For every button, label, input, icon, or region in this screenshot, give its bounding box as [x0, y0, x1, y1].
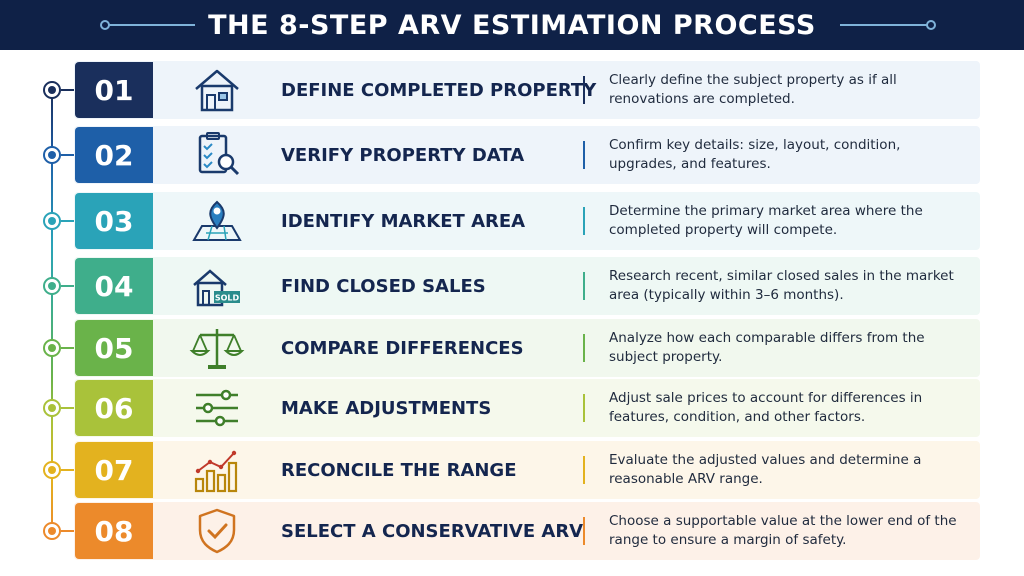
- step-description: Research recent, similar closed sales in…: [609, 268, 954, 303]
- timeline-connector: [61, 347, 74, 349]
- timeline-connector: [61, 530, 74, 532]
- step-number: 06: [75, 380, 153, 436]
- timeline-node: [43, 146, 61, 164]
- timeline-connector: [61, 469, 74, 471]
- step-number: 04: [75, 258, 153, 314]
- step-description: Analyze how each comparable differs from…: [609, 330, 925, 365]
- step-number: 08: [75, 503, 153, 559]
- step-title: COMPARE DIFFERENCES: [281, 337, 524, 359]
- sliders-icon: [153, 380, 281, 436]
- step-title: MAKE ADJUSTMENTS: [281, 397, 492, 419]
- timeline-node: [43, 399, 61, 417]
- scales-icon: [153, 320, 281, 376]
- step-title: VERIFY PROPERTY DATA: [281, 144, 525, 166]
- step-description: Adjust sale prices to account for differ…: [609, 390, 923, 425]
- sold-house-icon: SOLD: [153, 258, 281, 314]
- timeline-connector: [61, 89, 74, 91]
- step-divider: [583, 517, 585, 545]
- page-title: THE 8-STEP ARV ESTIMATION PROCESS: [208, 9, 816, 41]
- step-row-08: 08 SELECT A CONSERVATIVE ARV Choose a supp…: [74, 502, 980, 560]
- step-divider: [583, 207, 585, 235]
- step-description: Evaluate the adjusted values and determi…: [609, 452, 922, 487]
- timeline-connector: [61, 154, 74, 156]
- step-description: Clearly define the subject property as i…: [609, 72, 897, 107]
- step-divider: [583, 141, 585, 169]
- timeline-node: [43, 81, 61, 99]
- step-title: SELECT A CONSERVATIVE ARV: [281, 520, 584, 542]
- timeline-connector: [61, 407, 74, 409]
- header-decor-line-left: [105, 24, 195, 26]
- timeline-connector: [61, 220, 74, 222]
- header-decor-dot-left: [100, 20, 110, 30]
- header-decor-line-right: [840, 24, 930, 26]
- step-divider: [583, 334, 585, 362]
- map-pin-icon: [153, 193, 281, 249]
- step-divider: [583, 456, 585, 484]
- step-description: Determine the primary market area where …: [609, 203, 923, 238]
- step-divider: [583, 394, 585, 422]
- house-icon: [153, 62, 281, 118]
- timeline-node: [43, 212, 61, 230]
- timeline-node: [43, 522, 61, 540]
- step-row-07: 07 RECONCILE THE RANGE Evaluate the adjust…: [74, 441, 980, 499]
- header-banner: THE 8-STEP ARV ESTIMATION PROCESS: [0, 0, 1024, 50]
- step-description: Choose a supportable value at the lower …: [609, 513, 957, 548]
- step-title: IDENTIFY MARKET AREA: [281, 210, 526, 232]
- clipboard-search-icon: [153, 127, 281, 183]
- step-row-01: 01 DEFINE COMPLETED PROPERTY Clearly defin…: [74, 61, 980, 119]
- bar-chart-icon: [153, 442, 281, 498]
- step-divider: [583, 272, 585, 300]
- timeline-line: [51, 90, 53, 532]
- timeline-connector: [61, 285, 74, 287]
- timeline-node: [43, 339, 61, 357]
- step-number: 01: [75, 62, 153, 118]
- timeline-node: [43, 461, 61, 479]
- step-number: 02: [75, 127, 153, 183]
- step-title: DEFINE COMPLETED PROPERTY: [281, 79, 597, 101]
- header-decor-dot-right: [926, 20, 936, 30]
- step-row-02: 02 VERIFY PROPERTY DATA Confirm key detail…: [74, 126, 980, 184]
- step-description: Confirm key details: size, layout, condi…: [609, 137, 901, 172]
- step-title: FIND CLOSED SALES: [281, 275, 486, 297]
- step-number: 07: [75, 442, 153, 498]
- step-number: 05: [75, 320, 153, 376]
- shield-check-icon: [153, 503, 281, 559]
- step-number: 03: [75, 193, 153, 249]
- timeline-node: [43, 277, 61, 295]
- step-row-05: 05 COMPARE DIFFERENCES Analyze how each co…: [74, 319, 980, 377]
- step-divider: [583, 76, 585, 104]
- step-title: RECONCILE THE RANGE: [281, 459, 517, 481]
- step-row-03: 03 IDENTIFY MARKET AREA Determine the prim…: [74, 192, 980, 250]
- sold-sign-label: SOLD: [215, 294, 240, 303]
- step-row-06: 06 MAKE ADJUSTMENTS Adjust sale prices to …: [74, 379, 980, 437]
